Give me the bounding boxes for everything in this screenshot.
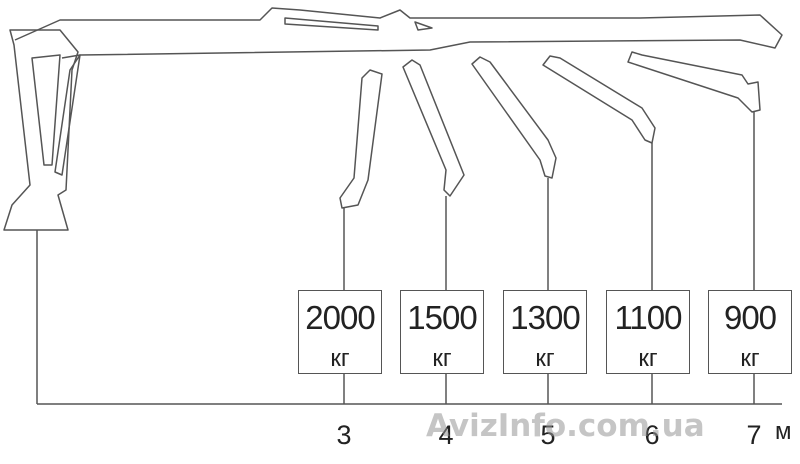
reach-tick-4: 4 <box>438 420 454 450</box>
load-box-3m: 2000 кг <box>298 290 382 374</box>
axis-unit: м <box>775 418 792 445</box>
watermark: AvizInfo.com.ua <box>426 408 705 444</box>
load-value: 1300 <box>510 299 580 336</box>
load-unit: кг <box>535 345 555 372</box>
crane-cylinder <box>54 54 81 176</box>
reach-tick-7: 7 <box>746 420 762 450</box>
boom-slot <box>284 17 379 31</box>
crane-column-inner <box>31 54 61 166</box>
load-box-5m: 1300 кг <box>503 290 587 374</box>
crane-column <box>3 29 79 231</box>
load-value: 2000 <box>305 299 375 336</box>
reach-tick-5: 5 <box>540 420 556 450</box>
load-value: 900 <box>723 299 777 336</box>
load-unit: кг <box>638 345 658 372</box>
load-unit: кг <box>740 345 760 372</box>
load-unit: кг <box>432 345 452 372</box>
jib-4m <box>402 59 465 197</box>
jib-6m <box>542 55 656 144</box>
main-boom <box>14 7 783 59</box>
load-value: 1500 <box>407 299 477 336</box>
load-box-6m: 1100 кг <box>606 290 690 374</box>
reach-tick-3: 3 <box>336 420 352 450</box>
reach-tick-6: 6 <box>644 420 660 450</box>
jib-5m <box>471 56 557 179</box>
load-box-4m: 1500 кг <box>400 290 484 374</box>
jib-3m <box>339 69 383 209</box>
jib-7m <box>627 51 761 113</box>
load-unit: кг <box>330 345 350 372</box>
load-box-7m: 900 кг <box>708 290 792 374</box>
load-value: 1100 <box>614 299 683 336</box>
boom-hinge <box>414 21 433 31</box>
